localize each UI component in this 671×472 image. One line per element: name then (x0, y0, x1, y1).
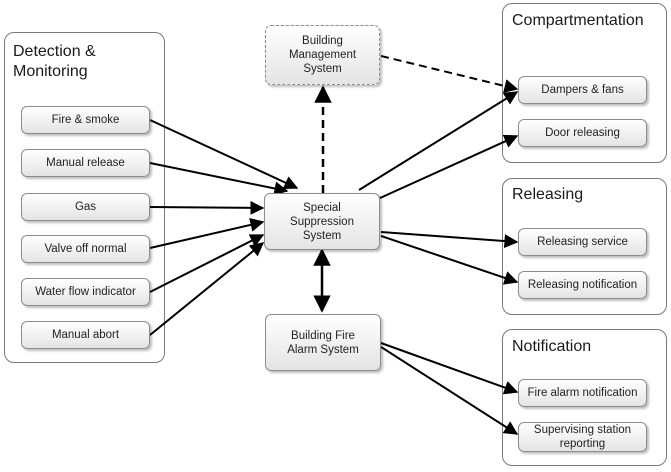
output-fire-alarm-notification: Fire alarm notification (518, 379, 647, 407)
special-suppression-system: Special Suppression System (264, 193, 380, 250)
output-releasing-notification: Releasing notification (518, 271, 647, 299)
arrow-bms-to-dampers (380, 55, 519, 93)
building-fire-alarm-system: Building Fire Alarm System (265, 314, 381, 371)
arrow-sss-to-releasing-notification (380, 235, 519, 285)
arrow-bfas-to-supervising (380, 346, 519, 435)
input-manual-abort: Manual abort (21, 321, 150, 349)
output-supervising-station-reporting: Supervising station reporting (518, 422, 647, 452)
group-title-compartmentation: Compartmentation (512, 12, 644, 29)
arrow-fire-smoke (149, 119, 299, 190)
arrow-gas (149, 200, 265, 215)
arrow-sss-to-door (379, 134, 519, 199)
output-door-releasing: Door releasing (518, 119, 647, 147)
arrow-sss-to-dampers (358, 91, 519, 191)
arrow-valve-off-normal (149, 218, 265, 249)
input-fire-smoke: Fire & smoke (21, 106, 150, 134)
group-title-detection: Detection & Monitoring (13, 43, 96, 80)
arrow-bfas-to-fire-alarm (380, 342, 519, 395)
input-manual-release: Manual release (21, 149, 150, 177)
building-management-system: Building Management System (265, 25, 380, 85)
input-water-flow-indicator: Water flow indicator (21, 278, 150, 306)
output-releasing-service: Releasing service (518, 228, 647, 256)
arrow-manual-release (149, 162, 289, 196)
group-title-releasing: Releasing (512, 186, 584, 203)
group-title-notification: Notification (512, 338, 592, 355)
arrow-water-flow (149, 234, 265, 293)
output-dampers-fans: Dampers & fans (518, 76, 647, 104)
arrow-manual-abort (149, 242, 265, 336)
arrow-sss-to-releasing-service (380, 231, 519, 249)
input-gas: Gas (21, 193, 150, 221)
input-valve-off-normal: Valve off normal (21, 235, 150, 263)
